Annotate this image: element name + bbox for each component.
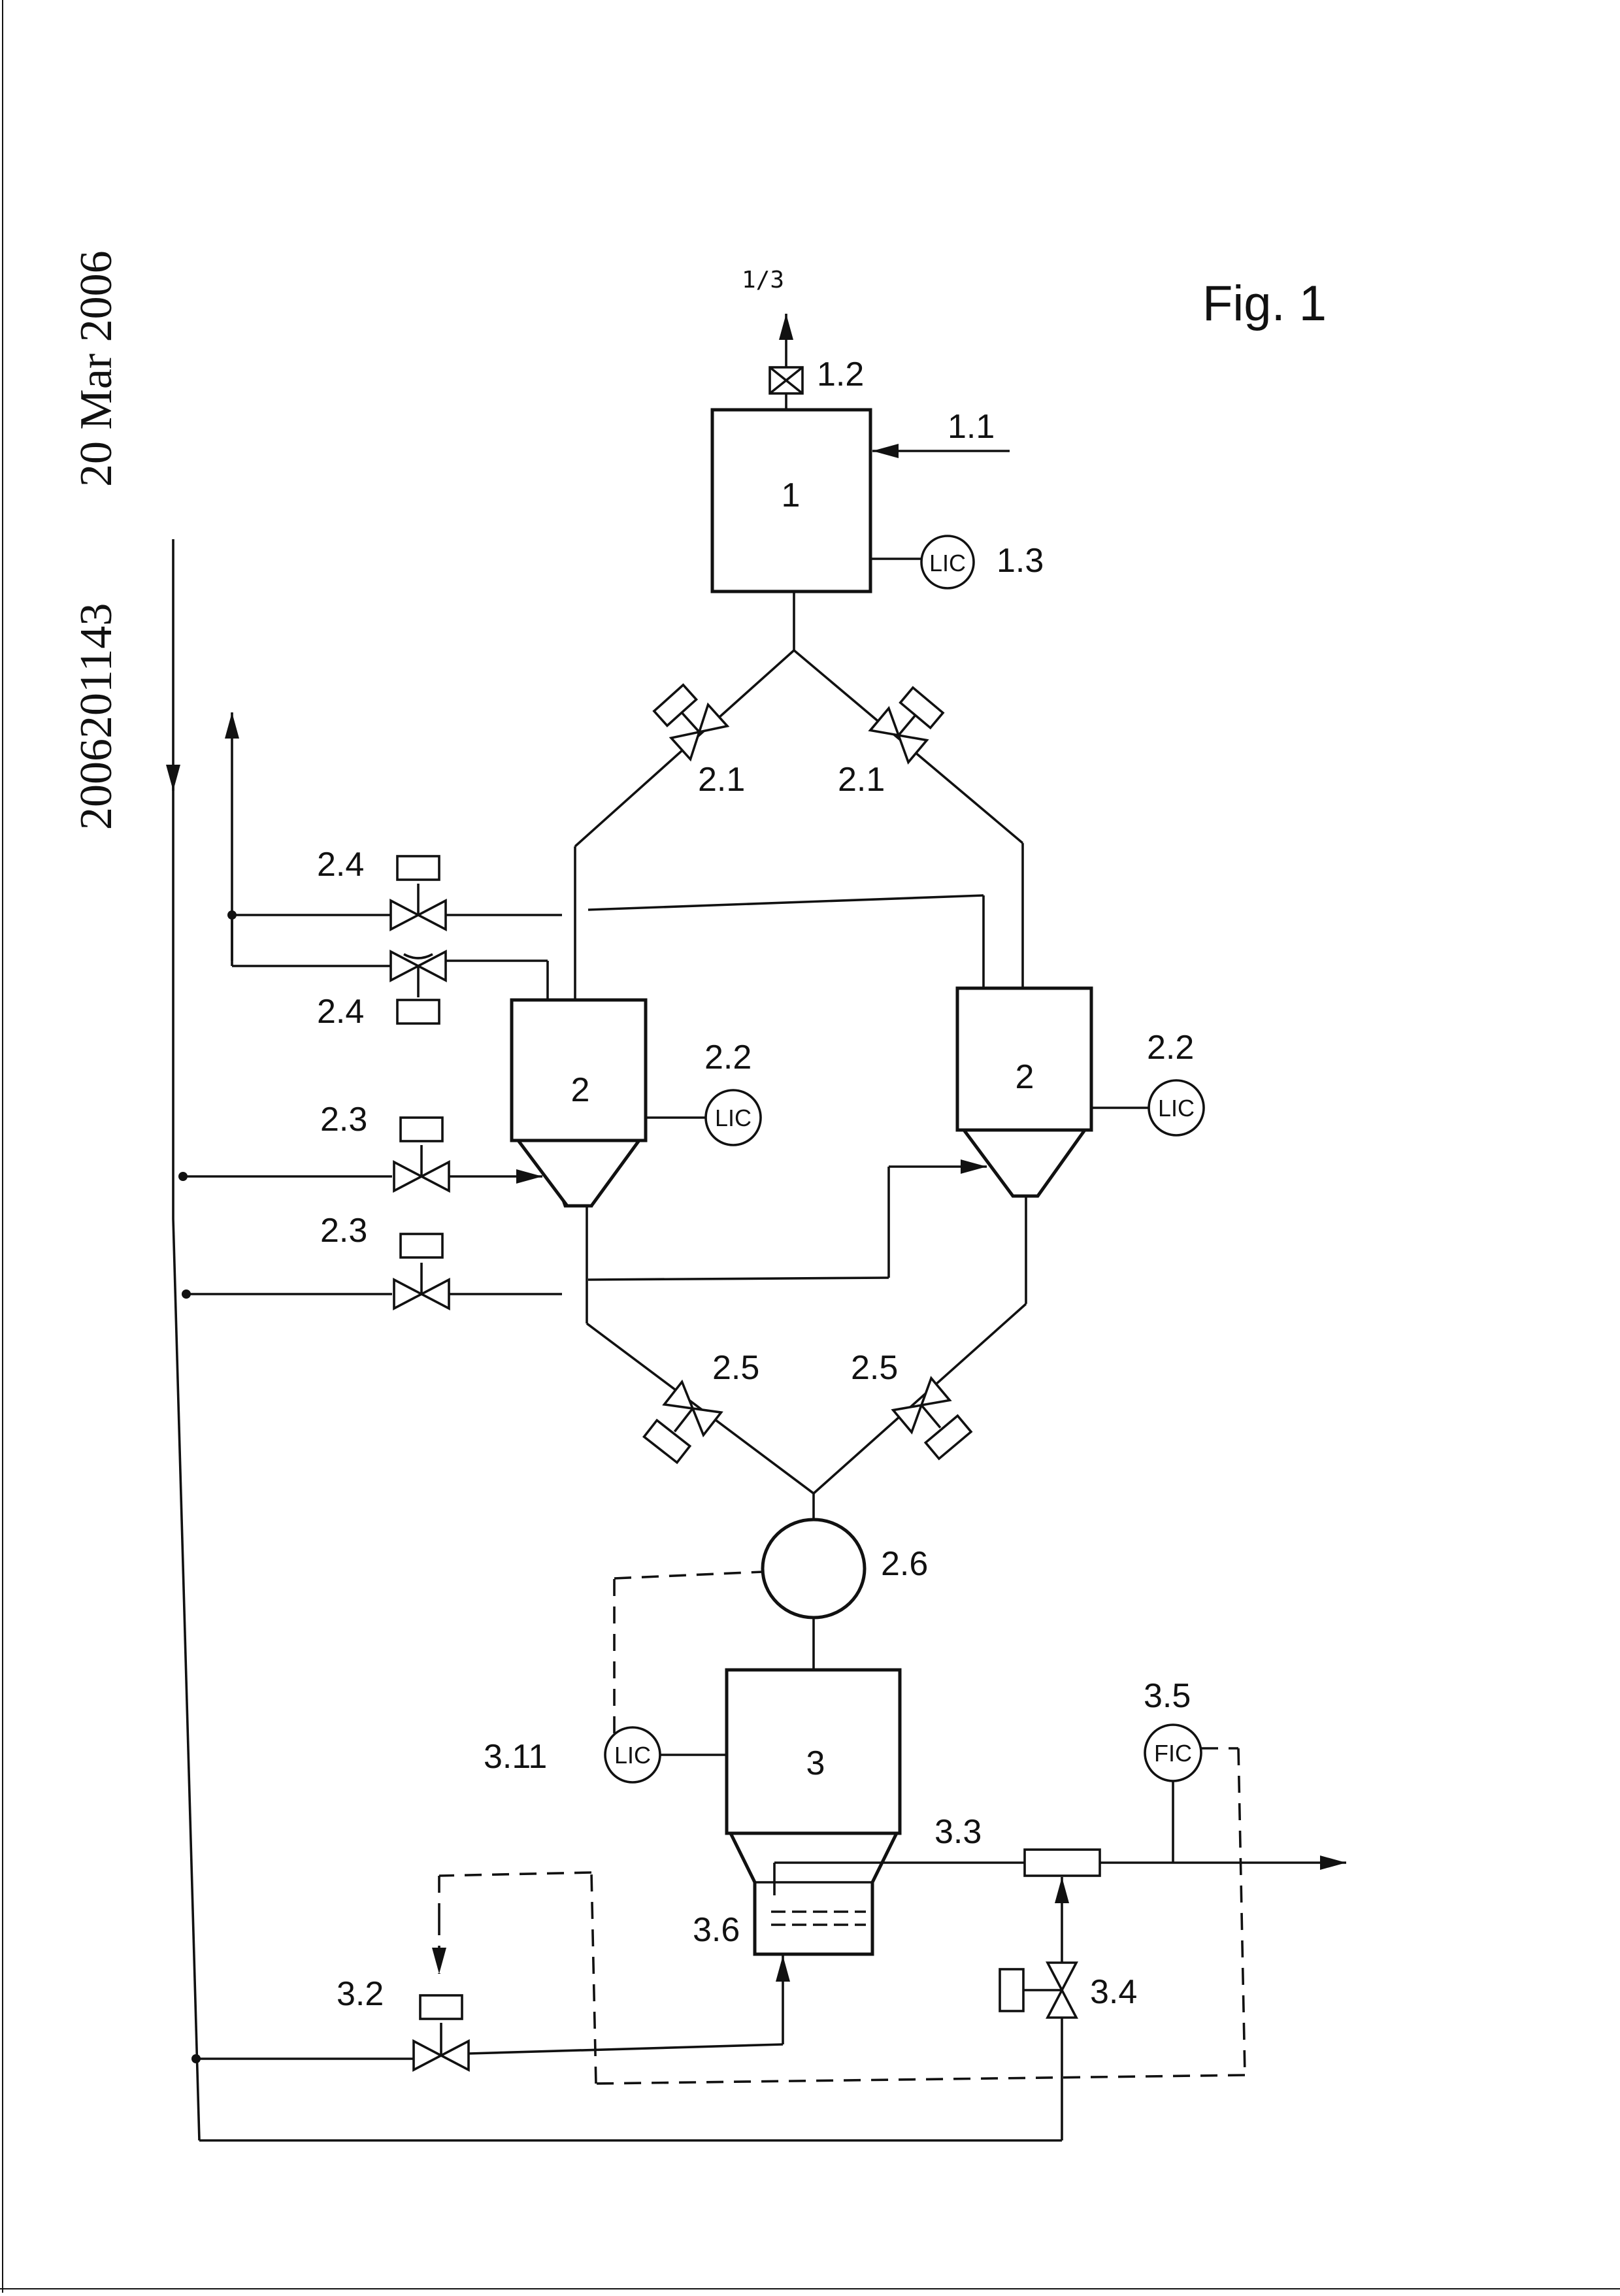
valve-2-4-bottom	[391, 952, 446, 1023]
valve-2-3-top-label: 2.3	[320, 1101, 367, 1139]
vessel-3-label: 3	[806, 1744, 825, 1782]
level-controller-3-11: LIC 3.11	[484, 1572, 763, 1782]
main-supply-line	[173, 539, 1062, 2140]
valve-2-1-right	[870, 684, 947, 762]
merge-lines-2-to-3	[587, 1196, 1026, 1520]
vessel-2-left: 2	[512, 1000, 646, 1206]
valve-2-4-bottom-label: 2.4	[317, 993, 364, 1031]
lic-2-2-right-text: LIC	[1158, 1095, 1195, 1122]
line-3-3-label: 3.3	[934, 1813, 982, 1851]
vessel-1-label: 1	[782, 476, 801, 514]
vessel-2-right-label: 2	[1016, 1058, 1034, 1096]
valve-2-1-right-label: 2.1	[838, 761, 885, 799]
valve-2-1-left-label: 2.1	[698, 761, 745, 799]
level-2-2-right-label: 2.2	[1147, 1029, 1194, 1067]
gas-line-3-2	[196, 1955, 783, 2059]
vent-label: 1/3	[742, 267, 784, 293]
valve-2-5-right-label: 2.5	[851, 1349, 898, 1387]
valve-2-1-left	[650, 682, 727, 759]
valve-2-5-left-label: 2.5	[712, 1349, 759, 1387]
pump-2-6-label: 2.6	[881, 1545, 928, 1583]
level-1-3-label: 1.3	[997, 542, 1044, 580]
vent-filter-1-2: 1/3 1.2	[742, 267, 864, 410]
filter-1-2-label: 1.2	[817, 356, 864, 393]
feed-1-1: 1.1	[872, 408, 1010, 451]
valve-3-4	[1000, 1963, 1076, 2018]
level-controller-2-2-left: LIC 2.2	[646, 1039, 761, 1145]
valve-3-4-label: 3.4	[1090, 1973, 1137, 2011]
level-2-2-left-label: 2.2	[704, 1039, 752, 1076]
flow-3-5-label: 3.5	[1144, 1677, 1191, 1715]
valve-2-3-top	[394, 1118, 449, 1191]
figure-title: Fig. 1	[1202, 276, 1327, 331]
split-lines-1-to-2	[575, 591, 1023, 1000]
valve-3-2-label: 3.2	[337, 1975, 384, 2013]
level-controller-2-2-right: LIC 2.2	[1091, 1029, 1204, 1135]
valve-2-3-bottom	[394, 1234, 449, 1308]
document-number: 2006201143	[71, 603, 122, 830]
fic-3-5-text: FIC	[1154, 1740, 1192, 1767]
vessel-2-right: 2	[957, 988, 1091, 1196]
vessel-2-left-label: 2	[571, 1071, 590, 1109]
vessel-1: 1	[712, 410, 870, 591]
valve-2-4-top-label: 2.4	[317, 846, 364, 884]
distributor-3-6-label: 3.6	[693, 1911, 740, 1949]
valve-2-5-left	[641, 1382, 721, 1465]
feed-1-1-label: 1.1	[948, 408, 995, 446]
valve-2-3-bottom-label: 2.3	[320, 1212, 367, 1250]
level-3-11-label: 3.11	[484, 1738, 547, 1776]
lic-2-2-left-text: LIC	[715, 1105, 752, 1131]
document-date: 20 Mar 2006	[71, 250, 122, 487]
valve-2-5-right	[893, 1378, 974, 1461]
lic-1-3-text: LIC	[929, 550, 966, 576]
level-controller-1-3: LIC 1.3	[870, 536, 1044, 588]
pump-2-6: 2.6	[763, 1520, 928, 1670]
valve-3-2	[414, 1995, 469, 2070]
side-header: 2006201143 20 Mar 2006	[71, 250, 122, 830]
lic-3-11-text: LIC	[614, 1742, 651, 1769]
valve-2-4-top	[391, 856, 446, 929]
